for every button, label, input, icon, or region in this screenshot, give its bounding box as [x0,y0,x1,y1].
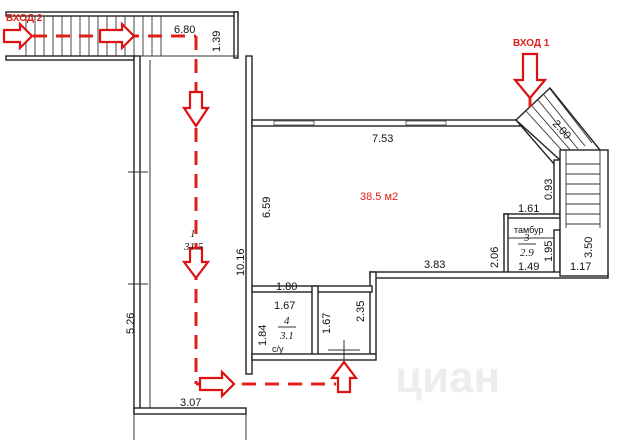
room-3-area: 2.9 [520,247,534,259]
dim-stair-right-width: 1.17 [570,261,591,273]
total-area: 38.5 м2 [360,191,398,203]
room-1-number: 1 [190,228,196,240]
arrow-right-icon [2,21,34,51]
dim-vestibule-width: 1.61 [518,203,539,215]
room-1-area: 31.5 [183,241,204,253]
dim-corridor-length: 10.16 [235,248,247,276]
dim-bath-inner-width: 1.67 [274,300,295,312]
dim-main-hall-width: 7.53 [372,133,393,145]
entrance-2-label: ВХОД 2 [6,13,43,24]
dim-left-wall-length: 5.26 [125,313,137,334]
dim-vestibule-bottom: 1.49 [518,261,539,273]
dim-bottom-width: 3.07 [180,397,201,409]
dim-stair-side: 0.93 [543,179,555,200]
arrow-right-icon [198,369,236,399]
arrow-down-icon [181,246,211,280]
entrance-1-label: ВХОД 1 [513,38,550,49]
dim-bottom-right-length: 3.83 [424,259,445,271]
dim-vestibule-depth: 1.95 [543,241,555,262]
arrow-right-icon [98,21,136,51]
dim-bath-outer-width: 1.80 [276,281,297,293]
main-hall [251,119,609,361]
dim-top-corridor-length: 6.80 [174,24,195,36]
dim-bath-height: 1.84 [257,325,269,346]
arrow-up-icon [329,360,359,394]
dim-stair-right-height: 3.50 [583,237,595,258]
entrance-1-stairs [514,86,609,277]
dim-bath-inner-height: 1.67 [321,313,333,334]
dim-top-corridor-width: 1.39 [211,31,223,52]
bathroom-label: с/у [272,344,284,354]
dim-main-hall-height: 6.59 [261,197,273,218]
dim-step-height: 2.35 [355,301,367,322]
room-3-number: 3 [523,232,530,244]
vestibule-label: тамбур [514,225,543,235]
dim-right-wall-height: 2.06 [489,247,501,268]
arrow-down-icon [181,90,211,128]
watermark: циан [395,353,500,402]
corridor-walls [128,55,253,440]
arrow-down-icon [512,52,548,100]
room-4-area: 3.1 [279,330,294,342]
room-4-number: 4 [284,315,290,327]
